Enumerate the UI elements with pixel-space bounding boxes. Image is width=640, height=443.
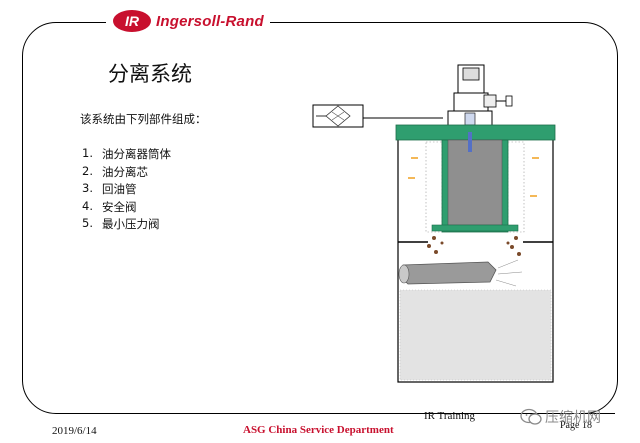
separator-diagram [312,64,556,383]
list-number: 2. [82,163,93,178]
footer-department: ASG China Service Department [243,424,394,436]
list-number: 1. [82,146,93,160]
footer-page-number: Page 18 [560,420,592,431]
flow-markers-icon [408,157,539,197]
list-item: 4. 安全阀 [82,199,171,217]
footer-rule [415,413,615,414]
footer-date: 2019/6/14 [52,425,97,437]
list-label: 油分离器筒体 [102,147,171,161]
separator-element-icon [425,132,525,233]
oil-droplets-icon [427,236,521,256]
slide-title: 分离系统 [108,62,192,86]
parts-list: 1. 油分离器筒体 2. 油分离芯 3. 回油管 4. 安全阀 5. 最小压力阀 [82,146,171,234]
list-item: 5. 最小压力阀 [82,216,171,234]
list-label: 回油管 [102,182,137,196]
list-label: 油分离芯 [102,164,148,179]
brand-name: Ingersoll-Rand [156,12,264,30]
list-item: 2. 油分离芯 [82,164,171,182]
min-pressure-valve-icon [447,64,513,128]
return-oil-pipe-icon [398,259,523,287]
brand-header: IR Ingersoll-Rand [106,8,270,34]
list-item: 3. 回油管 [82,181,171,199]
ir-logo-icon: IR [113,10,151,32]
list-number: 3. [82,181,93,195]
footer-training: IR Training [424,410,476,422]
watermark: 压缩机网 [520,407,601,427]
list-number: 4. [82,198,93,213]
filter-icon [312,104,364,128]
list-label: 安全阀 [102,199,137,214]
slide-intro: 该系统由下列部件组成： [80,112,207,126]
list-label: 最小压力阀 [102,217,160,231]
list-number: 5. [82,216,93,230]
watermark-text: 压缩机网 [545,410,601,426]
svg-text:IR: IR [125,13,140,29]
list-item: 1. 油分离器筒体 [82,146,171,164]
wechat-icon [520,408,542,425]
